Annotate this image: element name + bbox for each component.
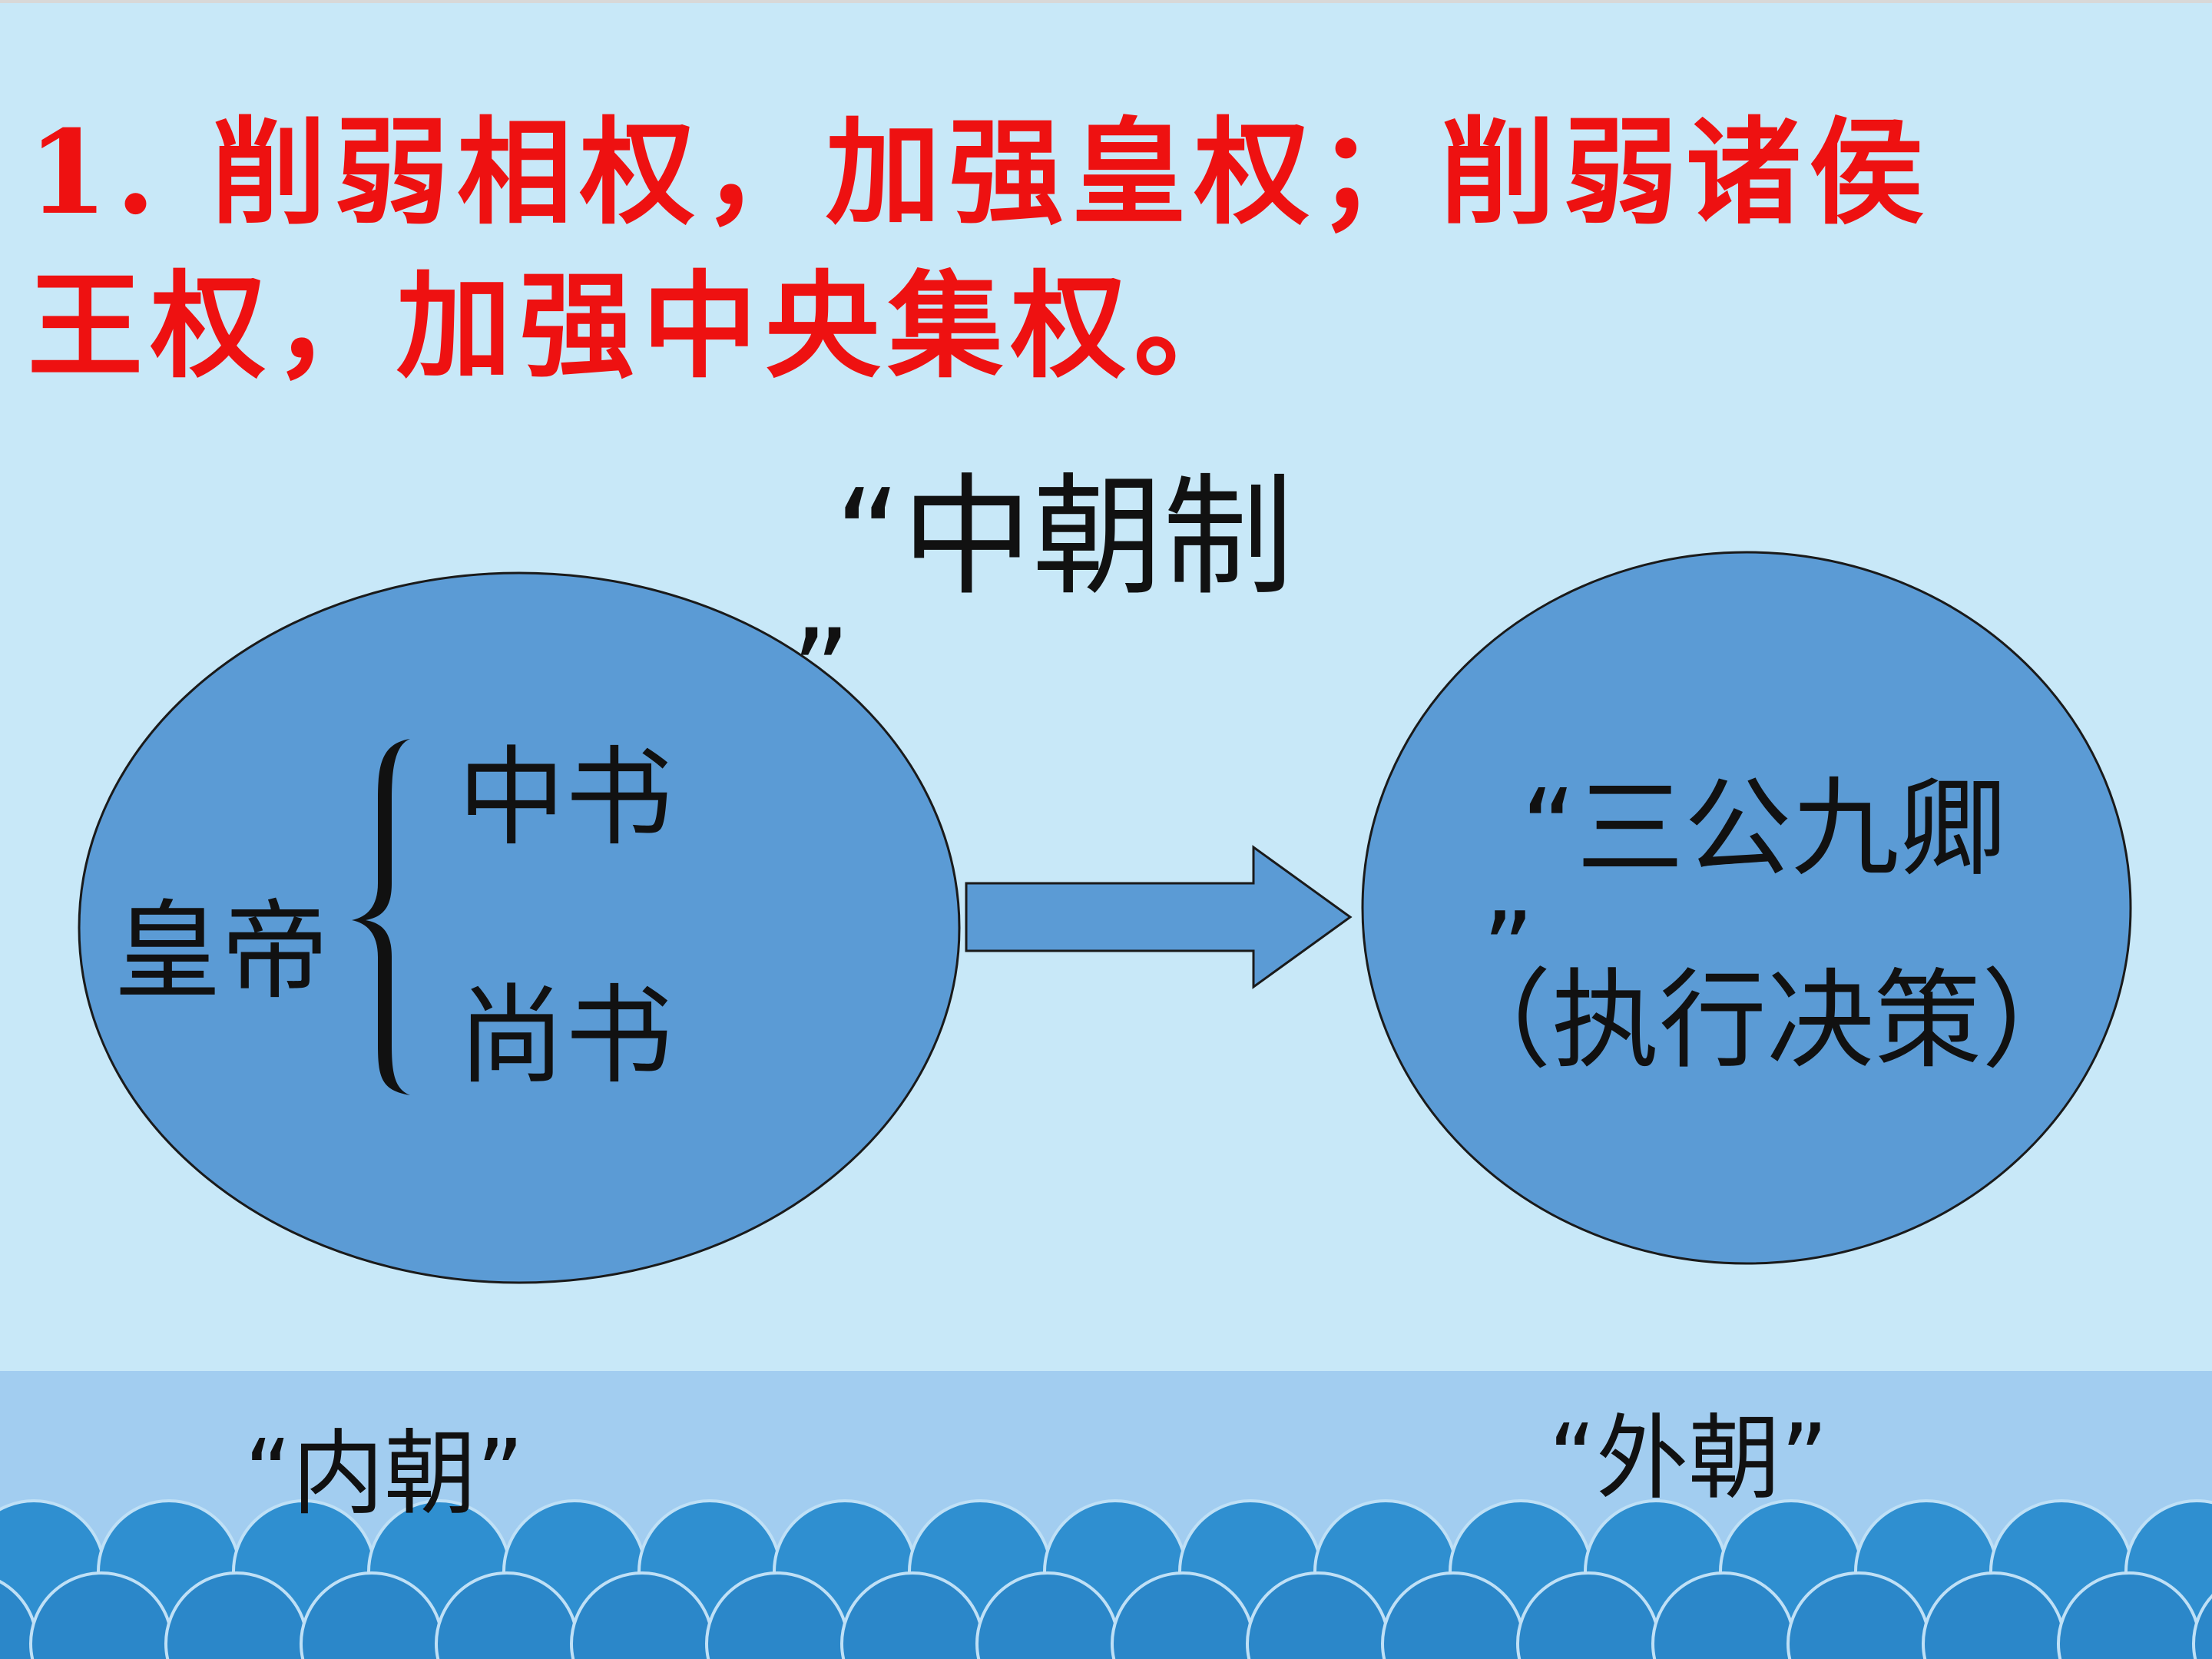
inner-court-label: “内朝” [244, 1421, 525, 1528]
outer-court-title: “三公九卿 [1521, 767, 2007, 892]
outer-court-role: （执行决策） [1444, 959, 2090, 1084]
slide-heading: 1. 削弱相权，加强皇权；削弱诸侯 王权，加强中央集权。 [28, 96, 2163, 403]
inner-court-ellipse [78, 571, 961, 1284]
heading-line-1: 1. 削弱相权，加强皇权；削弱诸侯 [28, 105, 1932, 240]
office-shangshu: 尚书 [458, 974, 674, 1099]
wave-decoration [0, 1499, 2212, 1659]
slide-top-border [0, 0, 2212, 3]
right-arrow-icon [965, 845, 1353, 989]
wave-scallop [2192, 1594, 2212, 1659]
heading-line-2: 王权，加强中央集权。 [28, 259, 1257, 394]
inner-court-title: “中朝制 [834, 462, 1294, 614]
curly-brace-icon [352, 739, 410, 1095]
outer-court-title-closing-quote: ” [1482, 890, 1535, 1007]
emperor-label: 皇帝 [114, 889, 329, 1015]
outer-court-label: “外朝” [1548, 1406, 1829, 1512]
wave-row-front [0, 1571, 2212, 1659]
outer-court-ellipse [1361, 551, 2132, 1265]
inner-court-title-closing-quote: ” [791, 605, 851, 739]
office-zhongshu: 中书 [458, 736, 674, 861]
